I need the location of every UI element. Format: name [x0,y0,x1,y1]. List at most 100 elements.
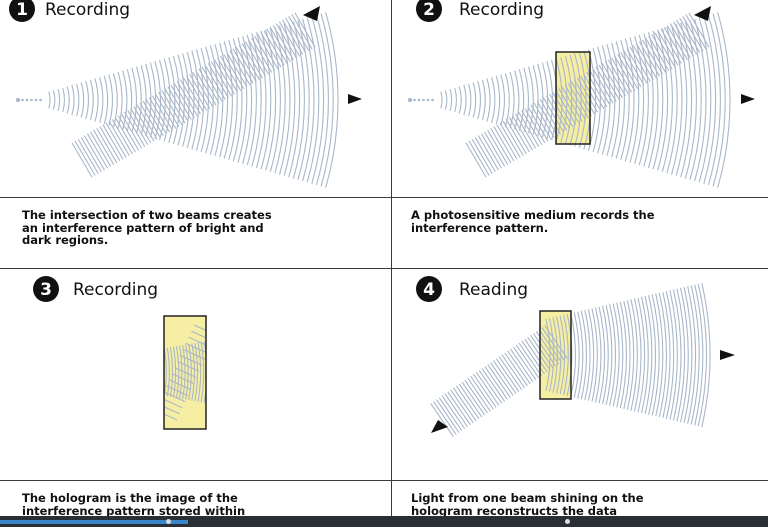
wavefront-line [685,14,707,50]
beam-source-dot [431,98,434,102]
wavefront-line [471,138,493,174]
panel-4-reading-beam [545,282,711,428]
beam-source-dot [25,98,29,102]
wavefront-line [201,66,223,102]
wavefront-line [204,64,226,100]
wavefront-line [447,391,471,426]
wavefront-arc [149,62,157,138]
wavefront-line [226,52,248,88]
wavefront-arc [680,22,693,178]
wavefront-arc [683,286,693,424]
wavefront-arc [592,47,601,153]
wavefront-arc [623,300,631,410]
direction-arrow-icon [348,94,362,104]
wavefront-arc [255,32,267,168]
beam-source-dot [413,98,416,102]
wavefront-arc [624,38,635,162]
wavefront-arc [191,50,200,150]
wavefront-arc [675,24,688,176]
wavefront-line [111,118,133,155]
wavefront-arc [228,39,238,161]
wavefront-arc [237,37,248,163]
panel-3-title: 3 Recording [33,276,158,302]
wavefront-arc [532,65,539,135]
wavefront-arc [587,49,597,151]
wavefront-arc [676,288,686,422]
beam-source-dot [30,98,33,102]
wavefront-arc [641,296,649,414]
wavefront-arc [662,291,671,419]
wavefront-arc [269,28,281,172]
wavefront-arc [251,33,262,167]
wavefront-arc [657,29,669,171]
wavefront-arc [99,77,104,123]
wavefront-arc [701,282,711,428]
wavefront-line [623,50,645,86]
wavefront-arc [545,318,551,392]
wavefront-arc [630,299,638,411]
wavefront-line [191,330,206,339]
wavefront-line [510,348,534,383]
panel-2-heading: Recording [459,0,544,20]
wavefront-arc [185,344,189,400]
wavefront-arc [712,13,726,187]
wavefront-arc [454,87,457,113]
wavefront-line [455,385,480,420]
wavefront-line [195,70,217,106]
wavefront-arc [172,346,177,398]
wavefront-line [164,406,180,415]
wavefront-arc [552,317,558,393]
wavefront-line [492,360,517,394]
wavefront-arc [616,302,624,408]
wavefront-arc [246,34,257,166]
wavefront-arc [197,342,202,402]
wavefront-line [174,366,197,379]
wavefront-arc [644,295,653,415]
wavefront-line [477,135,499,171]
wavefront-line [164,413,178,421]
wavefront-arc [112,73,118,127]
panel-2-title: 2 Recording [416,0,544,22]
wavefront-arc [605,304,613,406]
wavefront-line [490,128,512,164]
panel-1-heading: Recording [45,0,130,20]
wavefront-arc [509,71,515,129]
wavefront-arc [537,63,544,137]
wavefront-arc [500,74,505,126]
wavefront-arc [666,26,678,174]
panel-1-spherical-beam [15,12,339,188]
wavefront-line [468,140,490,176]
wavefront-line [235,46,257,82]
wavefront-line [505,118,527,155]
wavefront-arc [66,86,70,114]
wavefront-line [93,129,115,165]
panel-3-caption: The hologram is the image of the interfe… [22,491,246,518]
wavefront-arc [598,306,606,404]
wavefront-line [527,106,549,142]
wavefront-line [244,41,266,77]
wavefront-arc [694,284,704,426]
wavefront-arc [169,347,174,397]
wavefront-arc [514,70,520,130]
wavefront-arc [580,310,587,400]
wavefront-arc [122,70,128,130]
wavefront-line [188,336,206,346]
wavefront-arc [643,33,654,167]
wavefront-line [502,120,524,156]
panel-4-heading: Reading [459,280,528,300]
wavefront-arc [638,34,649,166]
wavefront-line [155,93,177,129]
wavefront-arc [306,17,320,183]
wavefront-arc [440,91,443,109]
wavefront-line [473,373,497,408]
wavefront-arc [52,90,56,110]
wavefront-arc [288,22,301,178]
wavefront-line [74,140,96,176]
wavefront-line [77,138,99,174]
wavefront-arc [665,291,675,419]
wavefront-arc [698,17,712,183]
wavefront-arc [62,87,65,113]
wavefront-arc [135,66,142,134]
wavefront-line [480,133,503,169]
panel-1-number: 1 [16,0,28,20]
